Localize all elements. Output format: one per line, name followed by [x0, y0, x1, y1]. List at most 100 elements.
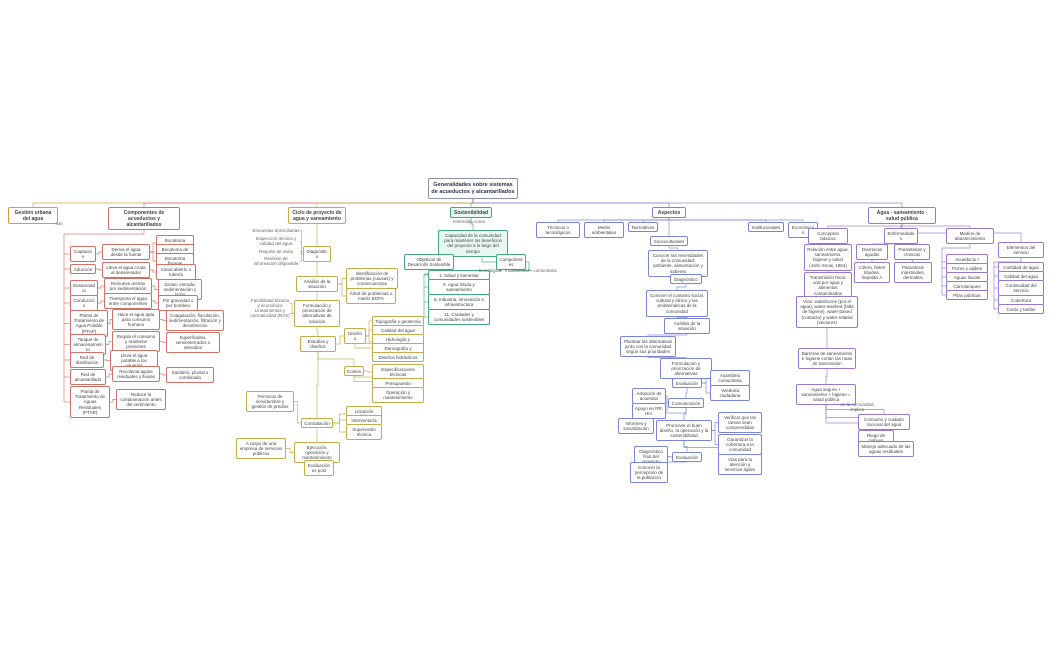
node-uso-consumo[interactable]: Consumo y cuidado racional del agua	[858, 414, 910, 430]
node-ods[interactable]: Objetivos de Desarrollo Sostenible	[404, 254, 454, 270]
node-el-costo[interactable]: Costo y tarifas	[998, 304, 1044, 315]
node-asp-ambientales[interactable]: Medio ambientales	[584, 222, 624, 238]
node-tanque-tipos[interactable]: Superficiales, semienterrados o elevados	[166, 332, 220, 354]
node-b1[interactable]: Gestión urbana del agua	[8, 207, 58, 224]
node-enf-agudas-ej[interactable]: Cólera, fiebre tifoidea, hepatitis A	[854, 262, 890, 284]
node-tanque-desc[interactable]: Regula el consumo y mantiene presiones	[112, 331, 160, 353]
node-form-normas: Lineamientos y normatividad (RAS)	[250, 308, 290, 319]
node-analisis-problemas[interactable]: Identificación de problemas (causas) y c…	[346, 268, 398, 290]
node-uso-residuales[interactable]: Manejo adecuado de las aguas residuales	[858, 441, 914, 457]
node-ejec-empresa[interactable]: A cargo de una empresa de servicios públ…	[236, 438, 286, 460]
node-elementos[interactable]: Elementos del servicio	[998, 242, 1044, 258]
node-diagnostico[interactable]: Diagnóstico	[303, 246, 331, 262]
node-b4[interactable]: Sostenibilidad	[450, 207, 492, 218]
node-soc-asamblea[interactable]: Asamblea comunitaria	[710, 370, 750, 386]
node-formulacion[interactable]: Formulación y priorización de alternativ…	[294, 300, 340, 327]
node-ejecucion[interactable]: Ejecución, operación y mantenimiento	[294, 442, 340, 464]
node-soc-informes[interactable]: Informes y socialización	[618, 418, 654, 434]
node-disenos[interactable]: Diseños	[344, 328, 366, 344]
node-contratacion[interactable]: Contratación	[301, 418, 333, 429]
node-soc-analisis[interactable]: Análisis de la situación	[664, 318, 710, 334]
node-soc-plantear[interactable]: Plantear las alternativas junto con la c…	[620, 336, 676, 358]
node-soc-veeduria[interactable]: Veeduría ciudadana	[710, 385, 750, 401]
node-ptap-desc[interactable]: Hace el agua apta para consumo humano	[112, 309, 160, 331]
node-soc-promover[interactable]: Promover el buen diseño, la operación y …	[656, 420, 712, 442]
node-soc-cobertura[interactable]: Garantizar la cobertura a la comunidad	[718, 434, 762, 456]
node-soc-comunicacion[interactable]: Comunicación	[668, 398, 704, 409]
node-rutas[interactable]: Vías: waterborne (por el agua), water-wa…	[796, 296, 858, 328]
node-conduccion-desc[interactable]: Transporta el agua entre componentes	[104, 293, 152, 309]
node-salud-publica[interactable]: Agua segura + saneamiento + higiene = sa…	[796, 384, 856, 406]
node-form-factibilidad: Factibilidad técnica y económica	[250, 298, 290, 309]
node-desarenador-zonas[interactable]: Zonas: entrada, sedimentación y lodos	[158, 279, 202, 301]
node-componentes-sost[interactable]: Componentes	[496, 254, 526, 270]
node-enf-parasitarias-ej[interactable]: Parasitosis intestinales, dermatitis	[894, 262, 932, 284]
node-tanque[interactable]: Tanque de almacenamiento	[70, 334, 106, 356]
node-ptar-desc[interactable]: Reduce la contaminación antes del vertim…	[116, 389, 166, 411]
node-soc-percepcion[interactable]: Conocer la percepción de la población	[630, 462, 668, 484]
node-red-distribucion[interactable]: Red de distribución	[70, 352, 104, 368]
node-red-alcantarillado[interactable]: Red de alcantarillado	[70, 369, 106, 385]
node-conduccion[interactable]: Conducción	[70, 295, 98, 311]
node-el-continuidad[interactable]: Continuidad del servicio	[998, 280, 1044, 296]
node-alcantarillado-tipos[interactable]: Sanitario, pluvial o combinado	[166, 367, 214, 383]
node-b2[interactable]: Componentes de acueductos y alcantarilla…	[108, 207, 180, 230]
node-soc-contexto[interactable]: Conocer el contexto social, cultural y é…	[646, 290, 708, 317]
node-ods-11[interactable]: 11. Ciudades y comunidades sostenibles	[428, 309, 490, 325]
node-enf-agudas[interactable]: Diarreicas agudas	[856, 244, 888, 260]
node-asp-institucionales[interactable]: Institucionales	[748, 222, 784, 233]
node-soc-formulacion[interactable]: Formulación y priorización de alternativ…	[660, 358, 712, 380]
node-ptap[interactable]: Planta de Tratamiento de Agua Potable (P…	[70, 310, 108, 337]
node-analisis-arbol[interactable]: Árbol de problemas o matriz DOFA	[346, 288, 396, 304]
node-b3[interactable]: Ciclo de proyecto de agua y saneamiento	[288, 207, 346, 224]
node-concepto-transmision[interactable]: Transmisión fecal-oral por agua y alimen…	[804, 272, 852, 299]
node-concepto-definicion[interactable]: Relación entre agua, saneamiento, higien…	[804, 244, 852, 271]
node-desarenador-desc[interactable]: Remueve arenas por sedimentación	[104, 278, 152, 294]
node-enfermedades[interactable]: Enfermedades	[884, 228, 918, 244]
node-soc-rrhh[interactable]: Apoyo en RR. HH.	[632, 403, 666, 419]
node-ptar[interactable]: Planta de Tratamiento de Aguas Residuale…	[70, 386, 110, 418]
node-analisis[interactable]: Análisis de la situación	[296, 276, 338, 292]
node-contr-predios[interactable]: Permisos de servidumbre y gestión de pre…	[246, 391, 294, 413]
node-conceptos[interactable]: Conceptos básicos	[808, 228, 848, 244]
node-evaluacion-expost[interactable]: Evaluación ex post	[304, 460, 334, 476]
node-red-alcantarillado-desc[interactable]: Recolecta aguas residuales y lluvias	[112, 366, 160, 382]
node-sost-entendida: entendida como	[452, 219, 486, 224]
node-soc-necesidades[interactable]: Conocer las necesidades de la comunidad:…	[648, 250, 708, 277]
node-soc-diagnostico[interactable]: Diagnóstico	[670, 274, 702, 285]
node-aduccion-tipo[interactable]: Canal abierto o tubería	[156, 264, 196, 280]
node-aduccion[interactable]: Aducción	[70, 264, 96, 275]
node-asp-tecnicos[interactable]: Técnicos o tecnológicos	[536, 222, 580, 238]
node-root[interactable]: Generalidades sobre sistemas de acueduct…	[428, 178, 518, 200]
node-abastecimiento[interactable]: Medios de abastecimiento	[946, 228, 994, 244]
node-enf-parasitarias[interactable]: Parasitarias y crónicas	[894, 244, 930, 260]
node-sost-def[interactable]: Capacidad de la comunidad para mantener …	[438, 230, 508, 257]
node-barreras[interactable]: Barreras de saneamiento e higiene cortan…	[798, 348, 856, 370]
node-captacion[interactable]: Captación	[70, 246, 96, 262]
node-captacion-desc[interactable]: Deriva el agua desde la fuente	[102, 244, 150, 260]
node-soc-evaluacion-final[interactable]: Evaluación	[672, 452, 702, 463]
node-estudios[interactable]: Estudios y diseños	[300, 336, 336, 352]
node-comunidad-label: en la comunidad implica	[840, 402, 874, 413]
node-conduccion-tipo[interactable]: Por gravedad o por bombeo	[158, 295, 198, 311]
node-dis-hidraulicos[interactable]: Diseños hidráulicos	[372, 352, 424, 363]
node-son: son	[55, 221, 63, 226]
node-ab-pilas[interactable]: Pilas públicas	[946, 290, 988, 301]
node-soc-evaluacion[interactable]: Evaluación	[672, 378, 702, 389]
node-ods-6[interactable]: 6. Agua limpia y saneamiento	[428, 279, 490, 295]
node-soc-tareas[interactable]: Verificar que las tareas sean comprendid…	[718, 412, 762, 434]
node-soc-atencion[interactable]: Vías para la atención y servicios ágiles	[718, 454, 762, 476]
node-asp-socioculturales[interactable]: Socioculturales	[650, 236, 688, 247]
node-b5[interactable]: Aspectos	[652, 207, 686, 218]
node-ptap-procesos[interactable]: Coagulación, floculación, sedimentación,…	[166, 310, 224, 332]
node-desarenador[interactable]: Desarenador	[70, 280, 98, 296]
node-aduccion-desc[interactable]: Lleva el agua cruda al desarenador	[102, 262, 150, 278]
node-asp-normativos[interactable]: Normativos	[628, 222, 658, 233]
node-cos-om[interactable]: Operación y mantenimiento	[372, 387, 424, 403]
node-ods-9[interactable]: 9. Industria, innovación e infraestructu…	[428, 294, 490, 310]
node-b6[interactable]: Agua - saneamiento - salud pública	[868, 207, 936, 224]
node-costos[interactable]: Costos	[344, 366, 364, 377]
node-contr-supervision[interactable]: Supervisión técnica	[346, 424, 382, 440]
node-soc-acuerdos[interactable]: Adopción de acuerdos	[632, 388, 666, 404]
